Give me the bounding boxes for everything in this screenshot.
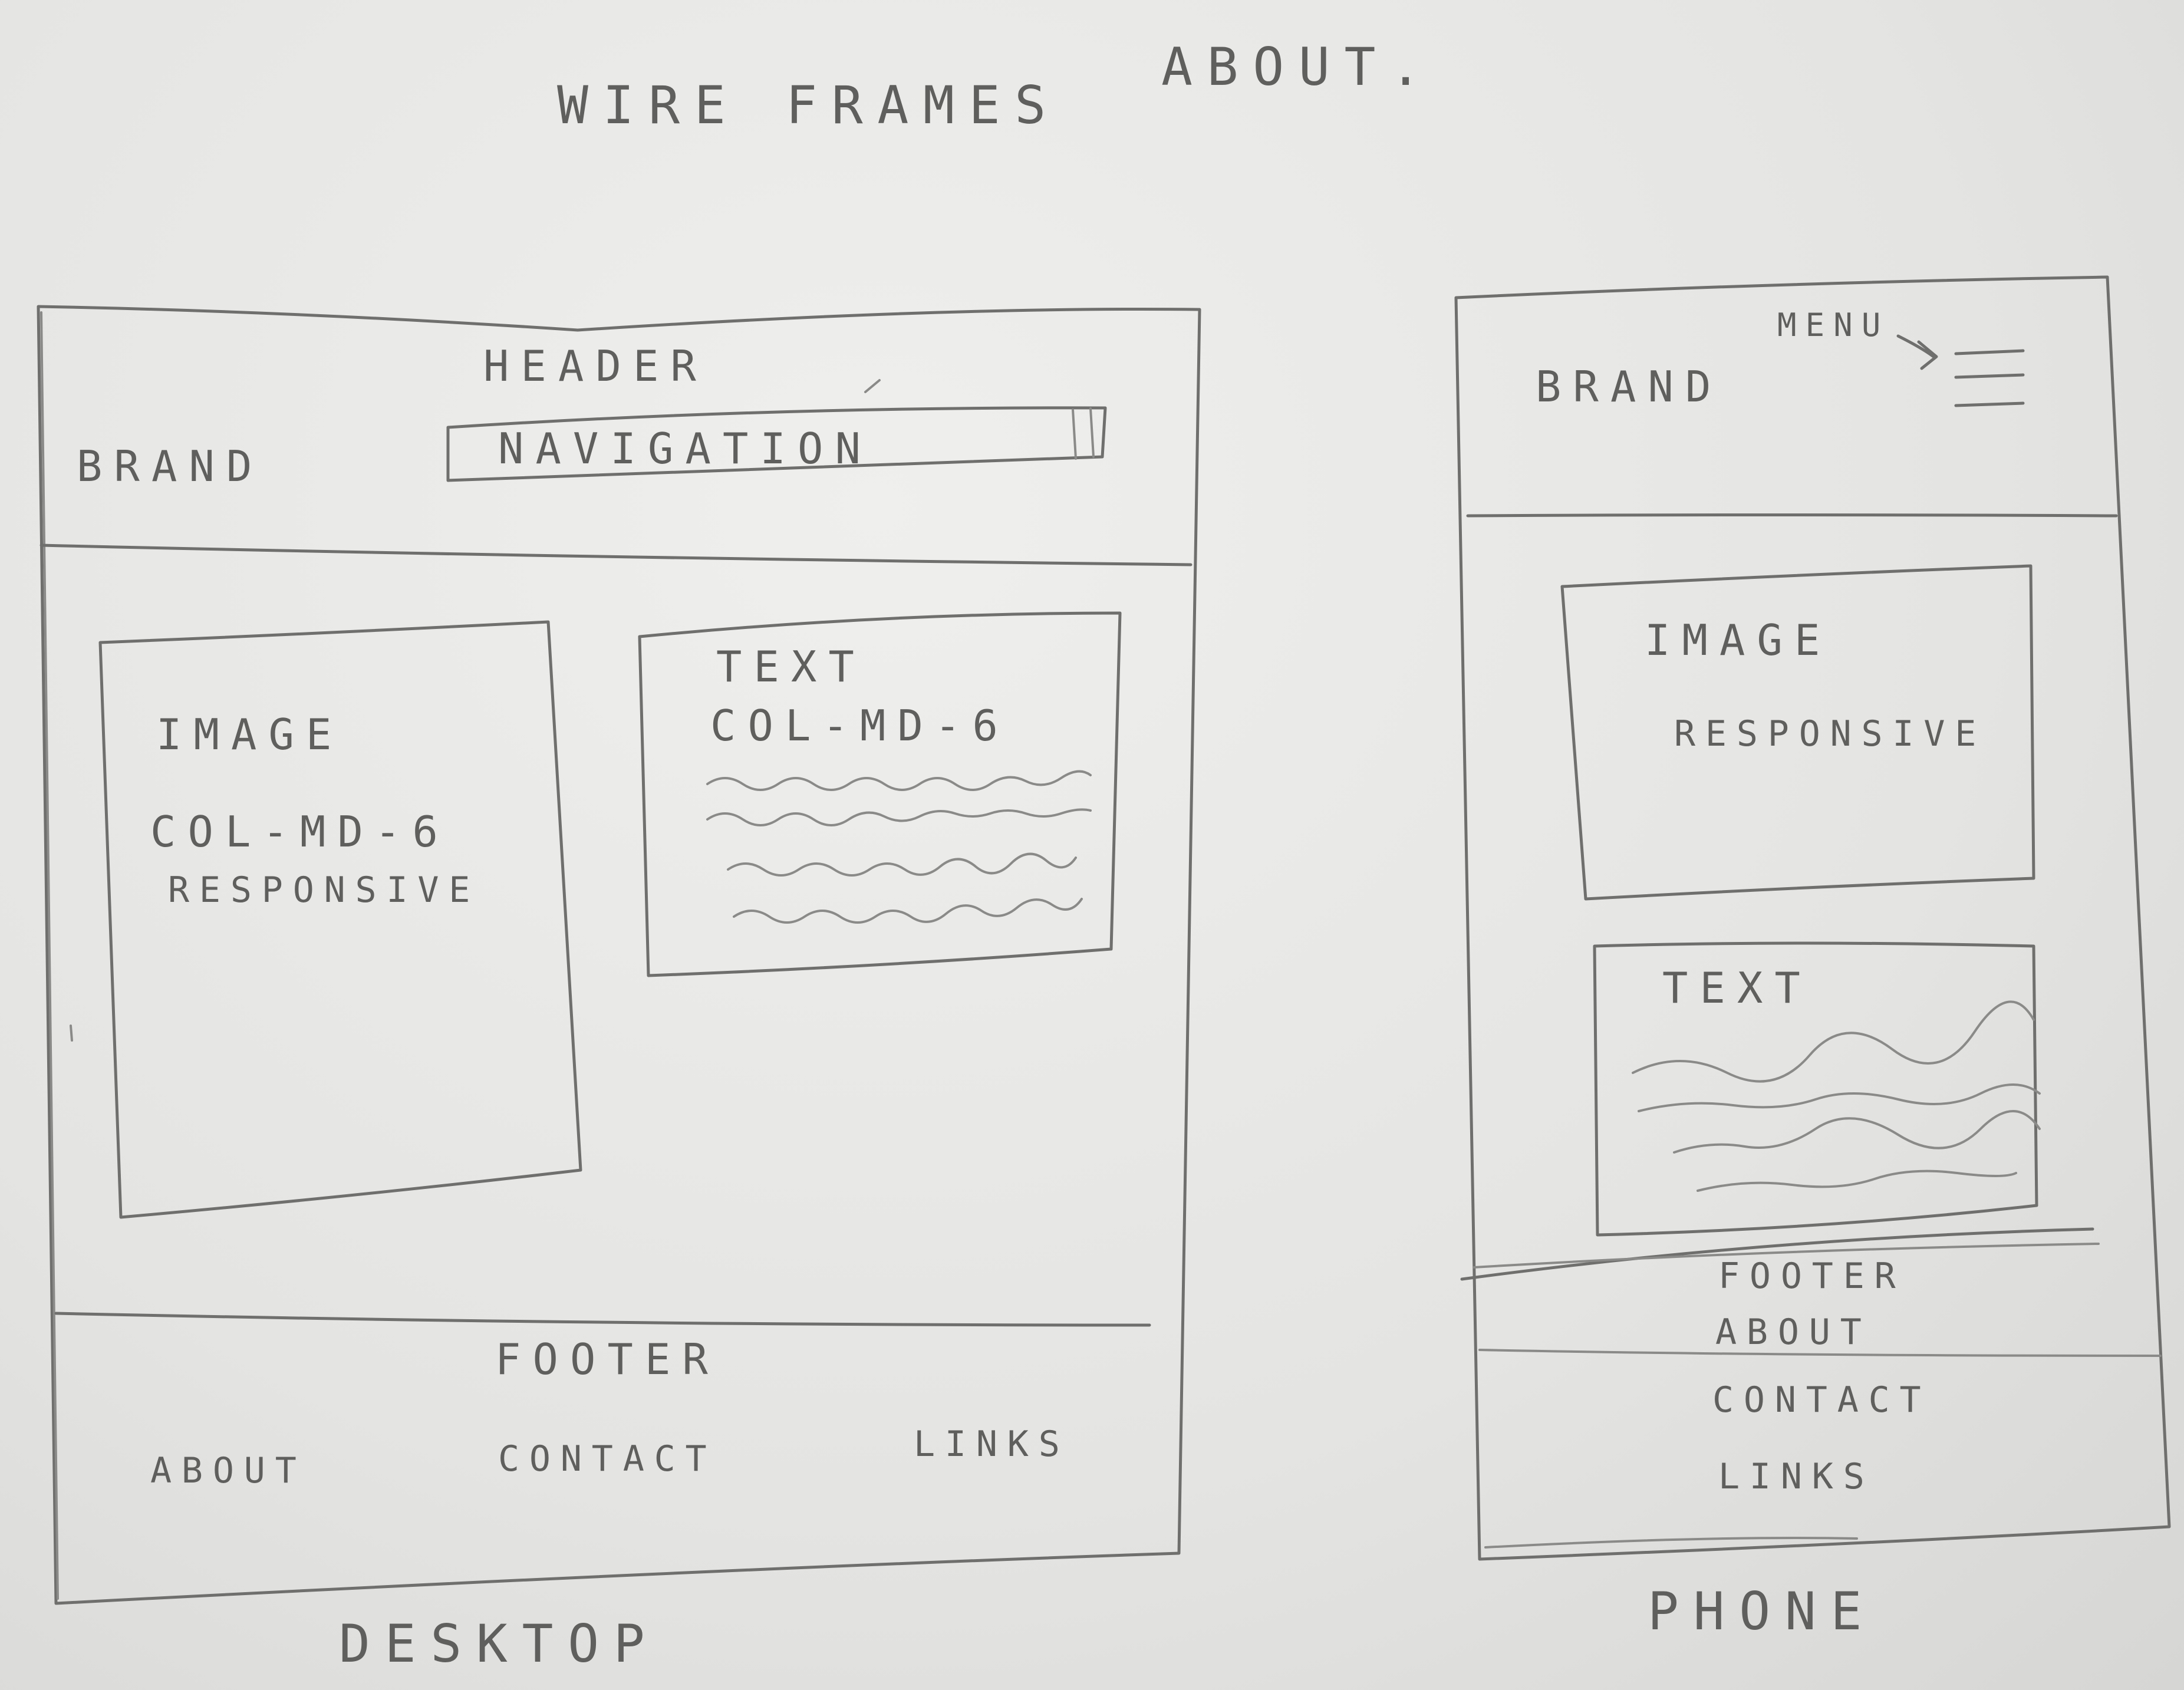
desktop-outline <box>37 305 1201 1605</box>
phone-outline <box>1454 275 2171 1561</box>
desktop-image-responsive-label: RESPONSIVE <box>168 869 480 911</box>
desktop-footer-contact-link[interactable]: CONTACT <box>498 1438 717 1480</box>
desktop-text-col-label: COL-MD-6 <box>710 701 1010 750</box>
desktop-footer-label: FOOTER <box>495 1335 720 1384</box>
phone-image-responsive-label: RESPONSIVE <box>1674 713 1987 755</box>
phone-brand[interactable]: BRAND <box>1536 362 1723 411</box>
desktop-header-label: HEADER <box>483 341 709 391</box>
phone-footer-about-link[interactable]: ABOUT <box>1715 1312 1872 1353</box>
phone-image-label: IMAGE <box>1645 615 1832 665</box>
desktop-footer-divider <box>54 1312 1151 1327</box>
desktop-text-box <box>638 611 1122 977</box>
desktop-image-col-label: COL-MD-6 <box>150 807 450 856</box>
page-title-wireframes: WIRE FRAMES <box>557 75 1060 136</box>
desktop-text-squiggle-3 <box>727 852 1077 877</box>
desktop-text-label: TEXT <box>716 642 867 691</box>
desktop-text-squiggle-1 <box>706 770 1092 791</box>
desktop-text-squiggle-4 <box>733 898 1083 924</box>
navigation-box <box>446 406 1107 482</box>
desktop-footer-links-link[interactable]: LINKS <box>914 1424 1070 1465</box>
phone-text-squiggle-1 <box>1632 1000 2035 1083</box>
desktop-navigation[interactable]: NAVIGATION <box>498 424 873 473</box>
phone-footer-label: FOOTER <box>1718 1256 1906 1297</box>
phone-text-squiggle-3 <box>1673 1110 2041 1154</box>
phone-image-box <box>1560 564 2035 901</box>
desktop-frame <box>37 305 1201 1605</box>
phone-text-label: TEXT <box>1662 963 1813 1013</box>
desktop-text-squiggle-2 <box>706 808 1092 826</box>
desktop-brand[interactable]: BRAND <box>77 442 264 491</box>
desktop-footer-about-link[interactable]: ABOUT <box>150 1450 307 1491</box>
phone-text-box <box>1593 941 2038 1237</box>
phone-text-squiggle-2 <box>1638 1083 2041 1112</box>
phone-footer-contact-link[interactable]: CONTACT <box>1712 1379 1931 1421</box>
phone-menu-label: MENU <box>1777 307 1890 344</box>
phone-header-divider <box>1466 513 2118 518</box>
phone-caption: PHONE <box>1648 1581 1877 1642</box>
phone-footer-divider <box>1460 1227 2094 1281</box>
desktop-image-box <box>98 620 582 1219</box>
phone-footer-links-link[interactable]: LINKS <box>1718 1456 1875 1497</box>
desktop-caption: DESKTOP <box>339 1613 660 1674</box>
phone-frame <box>1454 275 2171 1561</box>
desktop-header-divider <box>39 543 1193 566</box>
menu-arrow-icon <box>1896 334 1938 370</box>
desktop-image-label: IMAGE <box>156 710 344 759</box>
hamburger-menu-icon[interactable] <box>1954 349 2025 407</box>
page-title-about: ABOUT. <box>1161 37 1436 97</box>
phone-text-squiggle-4 <box>1697 1170 2017 1192</box>
